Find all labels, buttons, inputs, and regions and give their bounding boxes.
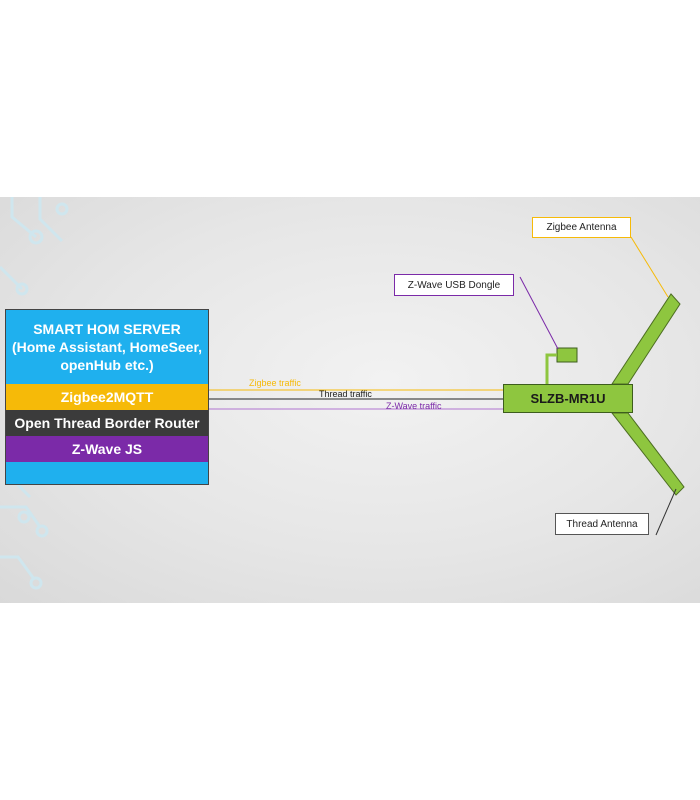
thread-antenna-arm: [610, 412, 685, 496]
server-footer: [6, 462, 208, 484]
zwave-js-layer: Z-Wave JS: [6, 436, 208, 462]
zigbee-traffic-label: Zigbee traffic: [249, 378, 301, 388]
zwave-dongle-leader: [519, 276, 559, 350]
diagram-canvas: SMART HOM SERVER (Home Assistant, HomeSe…: [0, 197, 700, 603]
thread-traffic-label: Thread traffic: [319, 389, 372, 399]
server-title-line-1: SMART HOM SERVER: [33, 321, 181, 337]
thread-antenna-leader: [655, 488, 677, 536]
zwave-dongle-connector: [545, 353, 557, 384]
smart-home-server: SMART HOM SERVER (Home Assistant, HomeSe…: [5, 309, 209, 485]
zwave-traffic-label: Z-Wave traffic: [386, 401, 442, 411]
slzb-mr1u-device: SLZB-MR1U: [503, 384, 633, 413]
zwave-dongle-callout: Z-Wave USB Dongle: [394, 274, 514, 296]
zwave-dongle-body: [556, 347, 578, 363]
zigbee2mqtt-layer: Zigbee2MQTT: [6, 384, 208, 410]
server-title-line-3: openHub etc.): [60, 357, 154, 373]
zigbee-antenna-arm: [611, 293, 681, 385]
server-title: SMART HOM SERVER (Home Assistant, HomeSe…: [6, 310, 208, 384]
zigbee-antenna-callout: Zigbee Antenna: [532, 217, 631, 238]
circuit-decoration: [0, 197, 69, 590]
zigbee-antenna-leader: [630, 236, 669, 298]
thread-antenna-callout: Thread Antenna: [555, 513, 649, 535]
server-title-line-2: (Home Assistant, HomeSeer,: [11, 339, 203, 355]
diagram-connectors: [0, 197, 685, 590]
otbr-layer: Open Thread Border Router: [6, 410, 208, 436]
